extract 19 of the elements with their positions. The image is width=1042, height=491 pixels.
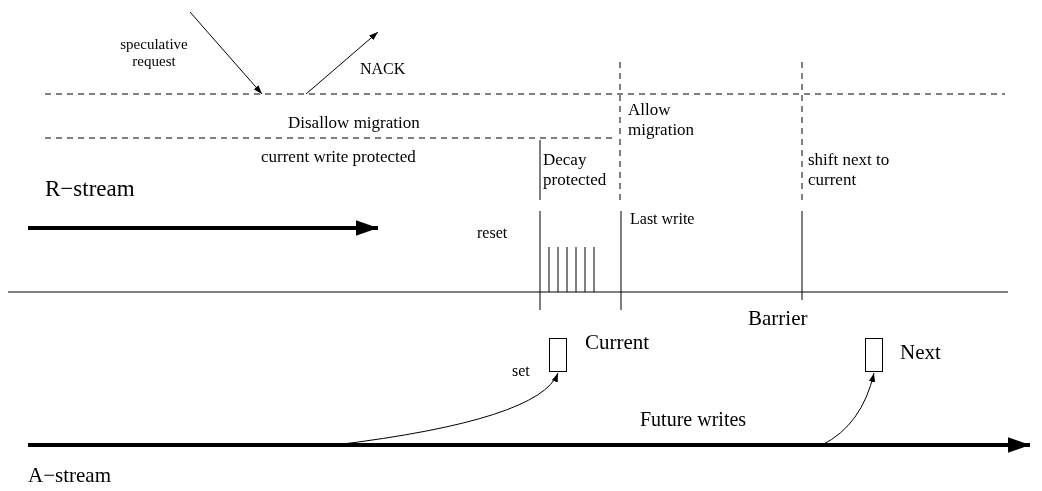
edge-label: set [512,362,530,381]
flag-box [865,338,883,372]
region-label: Disallow migration [288,113,420,133]
annotation: speculative request [119,36,189,71]
flag-box [549,338,567,372]
stream-label: A−stream [28,463,111,488]
annotation: Future writes [640,408,747,431]
flag-caption: Next [900,340,941,365]
region-label: Decay protected [543,150,608,190]
stream-label: R−stream [45,176,135,203]
region-label: current write protected [261,147,416,167]
annotation: shift next to current [808,150,891,190]
annotation: NACK [360,60,406,79]
flag-caption: Current [585,330,650,355]
barrier-label: Barrier [748,306,808,331]
region-label: Allow migration [628,100,696,140]
annotation: reset [477,224,508,243]
arrow [334,372,559,446]
annotation: Last write [630,210,695,229]
